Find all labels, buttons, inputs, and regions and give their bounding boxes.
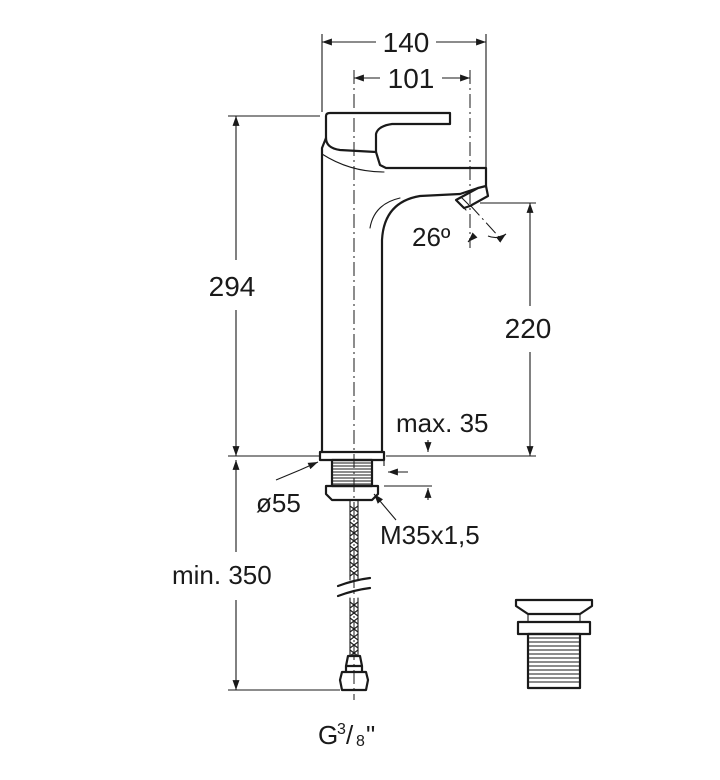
aerator-ring — [457, 197, 471, 211]
dim-max-deck: max. 35 — [396, 408, 489, 438]
dim-spout-angle: 26º — [412, 222, 451, 252]
popup-waste — [514, 598, 594, 690]
column-front — [380, 186, 480, 454]
dim-spout-height: 220 — [505, 313, 552, 344]
svg-text:G: G — [318, 720, 338, 750]
dim-connection: G 3 / 8 " — [318, 720, 375, 750]
spout-underside — [369, 197, 401, 229]
svg-text:": " — [366, 720, 375, 750]
dimension-lines — [232, 38, 534, 690]
svg-text:8: 8 — [356, 733, 365, 750]
threaded-shank — [330, 458, 374, 488]
spout-top — [320, 136, 328, 454]
dim-spout-reach: 101 — [388, 63, 435, 94]
hose-fitting — [338, 654, 370, 692]
dim-hose-length: min. 350 — [172, 560, 272, 590]
lever-handle — [324, 111, 452, 154]
svg-text:3: 3 — [337, 721, 346, 738]
dim-thread: M35x1,5 — [380, 520, 480, 550]
column-shoulder — [321, 153, 385, 173]
svg-text:/: / — [346, 720, 354, 750]
dim-overall-width: 140 — [383, 27, 430, 58]
dim-base-diameter: ø55 — [256, 488, 301, 518]
base-flange — [318, 450, 386, 462]
dim-total-height: 294 — [209, 271, 256, 302]
extension-lines — [228, 34, 536, 691]
faucet-body — [318, 111, 490, 692]
fixing-nut — [324, 484, 380, 502]
centerlines — [353, 70, 501, 700]
thread-lines — [331, 462, 373, 485]
